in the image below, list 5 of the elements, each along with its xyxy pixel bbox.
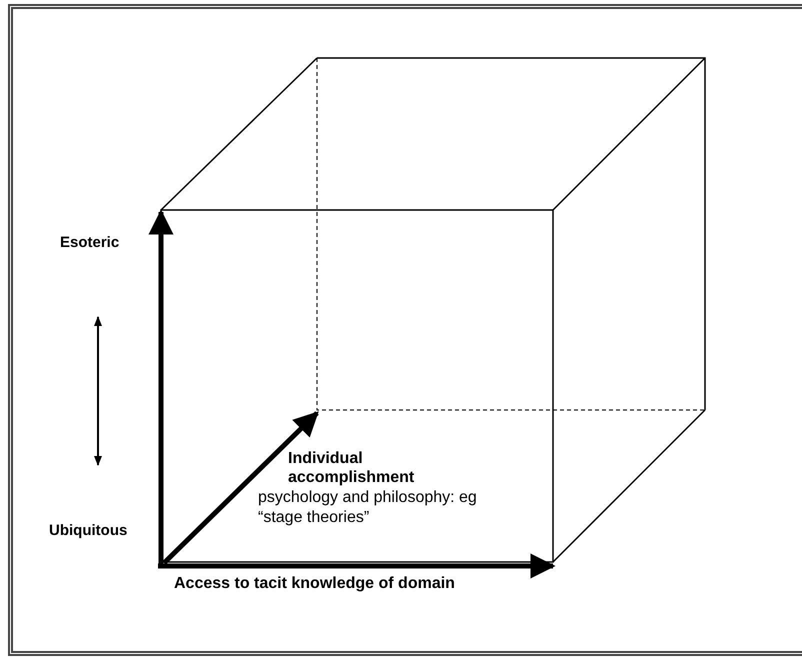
axis-label: Ubiquitous xyxy=(49,521,128,540)
axis-label: Esoteric xyxy=(60,233,120,252)
axis-label: Individual accomplishment xyxy=(288,449,416,487)
axis-label: Access to tacit knowledge of domain xyxy=(174,574,455,593)
description-text: psychology and philosophy: eg “stage theories” xyxy=(258,488,478,528)
